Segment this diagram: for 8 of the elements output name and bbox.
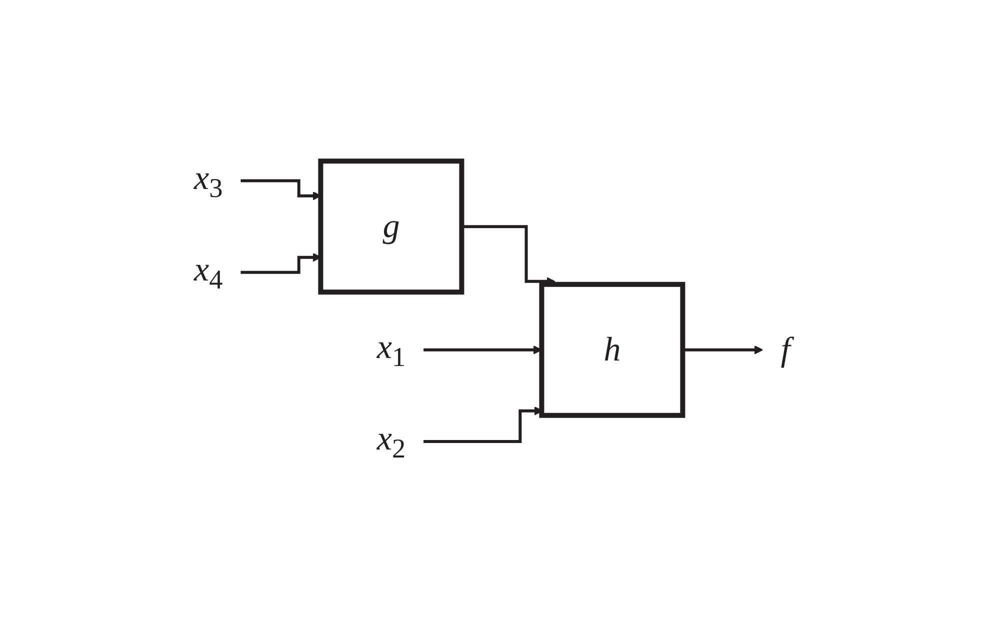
arrow (462, 224, 556, 286)
node-text: x$_{4}$ (194, 251, 223, 294)
node-text: x$_{2}$ (376, 420, 406, 464)
node-box: g (318, 158, 464, 294)
node-text: x$_{3}$ (194, 160, 223, 203)
node-box: h (539, 282, 686, 418)
node-text: x$_{1}$ (376, 328, 406, 372)
arrow (682, 345, 763, 354)
